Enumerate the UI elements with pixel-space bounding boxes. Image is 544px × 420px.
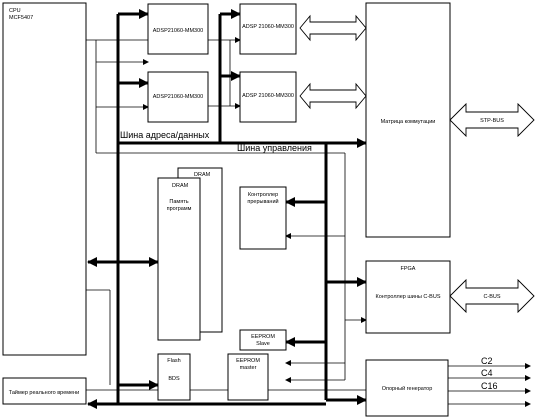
interrupt-controller-line1: Контроллер <box>248 192 278 198</box>
dram-front-label: DRAM <box>172 183 189 189</box>
adsp-left-bottom-label: ADSP21060-MM300 <box>153 94 203 100</box>
clock-generator-label: Опорный генератор <box>382 385 433 392</box>
switch-matrix-block: Матрица коммутации <box>365 2 451 238</box>
adsp-bottom-link-arrow <box>299 82 367 110</box>
adsp-right-top-label: ADSP 21060-MM300 <box>242 24 294 30</box>
eeprom-slave-line1: EEPROM <box>251 334 275 340</box>
dram-back-label: DRAM <box>194 172 211 178</box>
address-data-bus-label: Шина адреса/данных <box>120 130 210 140</box>
stp-bus-arrow: STP-BUS <box>449 102 535 138</box>
dram-front-block: DRAM Память программ <box>157 177 201 341</box>
clock-generator-block: Опорный генератор <box>365 359 449 417</box>
thick-buses <box>87 9 367 409</box>
clock-output-c2: C2 <box>481 356 493 366</box>
eeprom-master-block: EEPROM master <box>227 353 269 401</box>
adsp-right-bottom-label: ADSP 21060-MM300 <box>242 93 294 99</box>
stp-bus-label: STP-BUS <box>480 118 504 124</box>
adsp-right-top-block: ADSP 21060-MM300 <box>239 3 297 55</box>
adsp-left-top-label: ADSP21060-MM300 <box>153 28 203 34</box>
cpu-label: CPU <box>9 8 21 14</box>
flash-line2: BDS <box>168 376 180 382</box>
eeprom-master-line1: EEPROM <box>236 358 260 364</box>
adsp-left-top-block: ADSP21060-MM300 <box>147 3 209 55</box>
c-bus-label: C-BUS <box>483 294 500 300</box>
control-bus-label: Шина управления <box>237 143 312 153</box>
adsp-top-link-arrow <box>299 14 367 42</box>
flash-block: Flash BDS <box>157 353 191 401</box>
program-memory-line2: программ <box>167 206 192 212</box>
cpu-model: MCF5407 <box>9 15 33 21</box>
eeprom-master-line2: master <box>240 365 257 371</box>
rtc-label: Таймер реального времени <box>9 389 79 396</box>
interrupt-controller-line2: прерываний <box>247 198 278 205</box>
fpga-block: FPGA Контроллер шины C-BUS <box>365 260 451 334</box>
clock-output-c16: C16 <box>481 381 498 391</box>
adsp-right-bottom-block: ADSP 21060-MM300 <box>239 71 297 123</box>
switch-matrix-label: Матрица коммутации <box>381 119 436 125</box>
program-memory-line1: Память <box>169 199 188 205</box>
adsp-left-bottom-block: ADSP21060-MM300 <box>147 71 209 123</box>
fpga-text: Контроллер шины C-BUS <box>376 294 441 300</box>
interrupt-controller-block: Контроллер прерываний <box>239 186 287 250</box>
cpu-block: CPU MCF5407 <box>2 2 87 356</box>
rtc-block: Таймер реального времени <box>2 377 87 405</box>
eeprom-slave-block: EEPROM Slave <box>239 329 287 351</box>
clock-output-c4: C4 <box>481 368 493 378</box>
fpga-title: FPGA <box>401 266 416 272</box>
eeprom-slave-line2: Slave <box>256 341 270 347</box>
flash-line1: Flash <box>167 358 180 364</box>
c-bus-arrow: C-BUS <box>449 278 535 314</box>
